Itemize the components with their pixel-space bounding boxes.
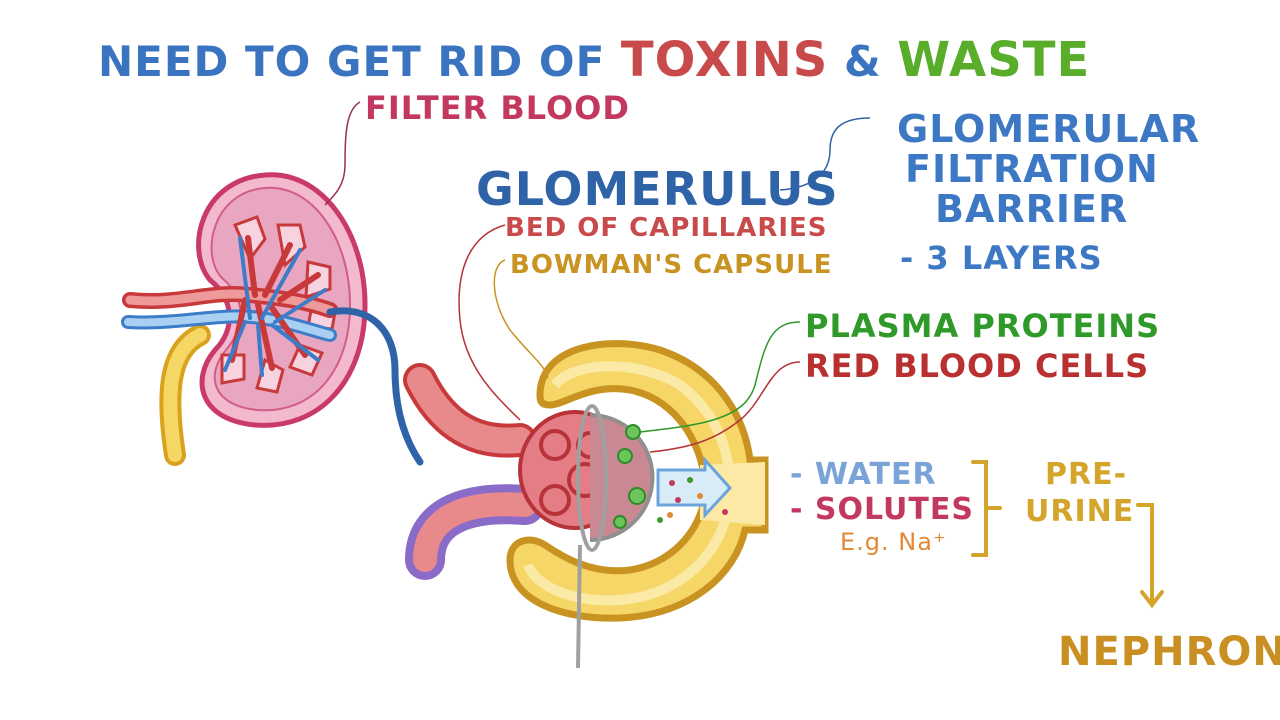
label-eg-na: E.g. Na⁺ <box>840 528 947 556</box>
title-waste: Waste <box>897 32 1091 88</box>
label-plasma-proteins: Plasma Proteins <box>805 307 1161 345</box>
title: Need to get rid of Toxins & Waste <box>98 36 1090 84</box>
label-gfb-3: Barrier <box>935 187 1129 231</box>
label-water: - Water <box>790 457 937 492</box>
label-gfb-2: Filtration <box>905 147 1159 191</box>
label-bed-of-capillaries: Bed of Capillaries <box>505 213 828 243</box>
title-ampersand: & <box>843 37 882 86</box>
label-pre-urine-1: Pre- <box>1045 457 1128 492</box>
kidney-illustration <box>121 101 424 466</box>
label-filter-blood: Filter Blood <box>365 89 630 127</box>
label-three-layers: - 3 Layers <box>900 239 1103 277</box>
label-red-blood-cells: Red Blood cells <box>805 347 1150 385</box>
glomerulus-illustration <box>403 117 871 669</box>
label-solutes: - Solutes <box>790 492 974 527</box>
label-pre-urine-2: Urine <box>1025 494 1135 529</box>
label-glomerulus: Glomerulus <box>476 162 839 216</box>
title-part1: Need to get rid of <box>98 37 606 86</box>
label-nephron: Nephron <box>1058 629 1280 675</box>
label-bowmans-capsule: Bowman's Capsule <box>510 250 833 280</box>
title-toxins: Toxins <box>620 32 829 88</box>
label-gfb-1: Glomerular <box>897 107 1201 151</box>
pre-urine-bracket <box>971 460 1164 609</box>
